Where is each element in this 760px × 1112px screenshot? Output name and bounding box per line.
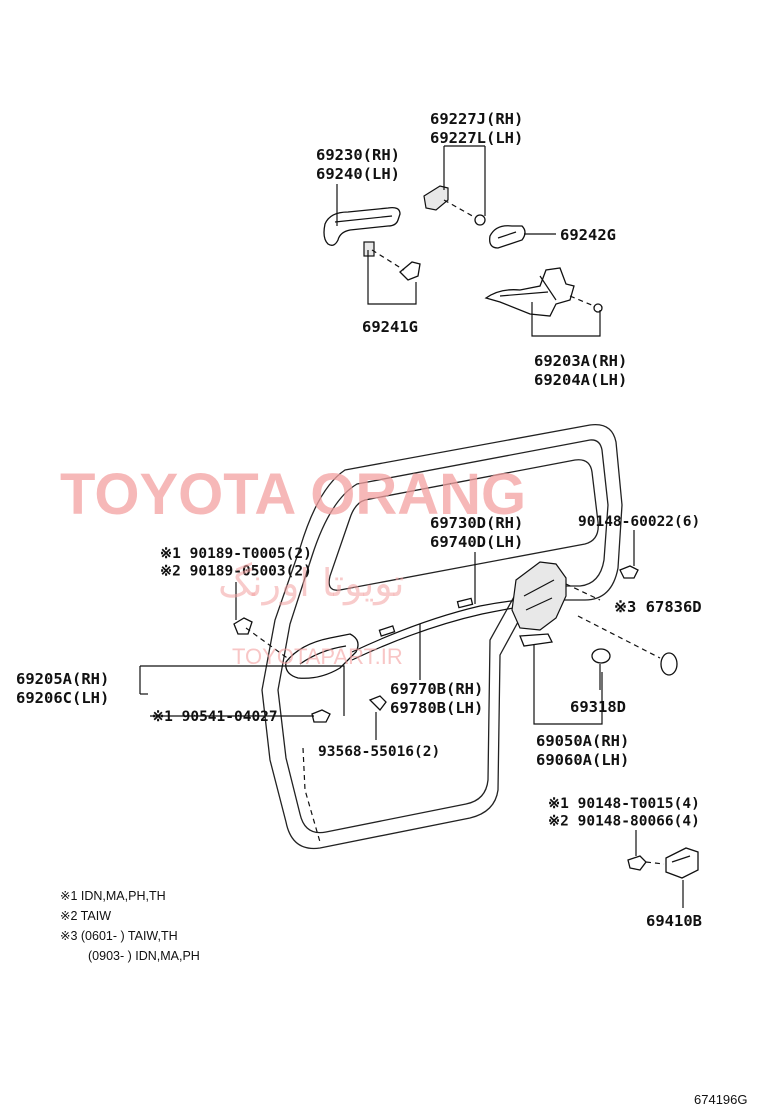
label-69050: 69050A(RH)69060A(LH)	[536, 732, 629, 769]
figure-code: 674196G	[694, 1092, 748, 1107]
outside-handle-group	[323, 185, 603, 317]
label-69241: 69241G	[362, 318, 418, 336]
note-3: ※3 (0601- ) TAIW,TH	[60, 929, 178, 943]
label-line: ※1 90189-T0005(2)	[160, 546, 312, 562]
label-line: 69050A(RH)	[536, 732, 629, 750]
bolt-90148-t0015	[627, 855, 647, 871]
door-lock-69050	[511, 561, 601, 647]
label-90189: ※1 90189-T0005(2) ※2 90189-05003(2)	[160, 546, 312, 580]
note-2: ※2 TAIW	[60, 909, 111, 923]
bumper-69318	[591, 648, 611, 664]
label-line: 69730D(RH)	[430, 514, 523, 532]
label-69230: 69230(RH)69240(LH)	[316, 146, 400, 183]
label-line: 69204A(LH)	[534, 371, 627, 389]
label-line: 69318D	[570, 698, 626, 716]
label-69410: 69410B	[646, 912, 702, 930]
label-line: 69780B(LH)	[390, 699, 483, 717]
label-69227: 69227J(RH)69227L(LH)	[430, 110, 523, 147]
label-69770: 69770B(RH)69780B(LH)	[390, 680, 483, 717]
label-line: 90148-60022(6)	[578, 514, 700, 530]
label-69730: 69730D(RH)69740D(LH)	[430, 514, 523, 551]
label-line: ※1 90541-04027	[152, 709, 278, 725]
label-69203: 69203A(RH)69204A(LH)	[534, 352, 627, 389]
label-line: 69227L(LH)	[430, 129, 523, 147]
note-1: ※1 IDN,MA,PH,TH	[60, 889, 166, 903]
label-line: 93568-55016(2)	[318, 744, 440, 760]
door-outline	[261, 423, 623, 850]
label-line: 69060A(LH)	[536, 751, 629, 769]
outside-handle-69230	[323, 206, 401, 246]
screw-90541	[311, 709, 331, 723]
label-line: 69242G	[560, 226, 616, 244]
label-69318: 69318D	[570, 698, 626, 716]
inside-parts-group	[233, 561, 678, 723]
label-line: 69206C(LH)	[16, 689, 109, 707]
label-line: 69203A(RH)	[534, 352, 627, 370]
leader-lines	[139, 145, 684, 908]
handle-pad-69241	[363, 241, 421, 281]
label-line: 69740D(LH)	[430, 533, 523, 551]
label-90148-t0015: ※1 90148-T0015(4) ※2 90148-80066(4)	[548, 796, 700, 830]
part-labels: 69227J(RH)69227L(LH) 69230(RH)69240(LH) …	[16, 110, 702, 930]
label-90541: ※1 90541-04027	[152, 709, 278, 725]
label-line: 69410B	[646, 912, 702, 930]
label-line: 69205A(RH)	[16, 670, 109, 688]
note-4: (0903- ) IDN,MA,PH	[88, 949, 200, 963]
label-69242: 69242G	[560, 226, 616, 244]
handle-cap-69227	[423, 185, 486, 226]
label-line: ※2 90148-80066(4)	[548, 814, 700, 830]
cable-69770	[351, 597, 525, 661]
bolt-90148-60022	[619, 565, 639, 579]
label-line: 69227J(RH)	[430, 110, 523, 128]
watermark-url: TOYOTAPART.IR	[232, 644, 403, 669]
label-93568: 93568-55016(2)	[318, 744, 440, 760]
label-line: 69241G	[362, 318, 418, 336]
inside-handle-69205	[285, 633, 359, 679]
grommet-67836	[660, 652, 678, 676]
label-line: 69230(RH)	[316, 146, 400, 164]
clip-90189	[233, 617, 253, 635]
label-line: ※1 90148-T0015(4)	[548, 796, 700, 812]
striker-69410	[627, 847, 699, 879]
label-line: 69770B(RH)	[390, 680, 483, 698]
label-69205: 69205A(RH)69206C(LH)	[16, 670, 109, 707]
watermark-main: TOYOTA ORANG	[60, 462, 526, 527]
label-line: ※3 67836D	[614, 598, 702, 616]
label-line: 69240(LH)	[316, 165, 400, 183]
label-line: ※2 90189-05003(2)	[160, 564, 312, 580]
watermark-farsi: تویوتا اورنگ	[218, 561, 405, 606]
label-67836: ※3 67836D	[614, 598, 702, 616]
pad-69242	[489, 225, 526, 249]
screw-93568	[368, 695, 387, 711]
footnotes: ※1 IDN,MA,PH,TH ※2 TAIW ※3 (0601- ) TAIW…	[60, 889, 200, 963]
handle-frame-69203	[484, 267, 603, 317]
label-90148-60022: 90148-60022(6)	[578, 514, 700, 530]
watermark: TOYOTA ORANG تویوتا اورنگ TOYOTAPART.IR	[60, 462, 526, 669]
